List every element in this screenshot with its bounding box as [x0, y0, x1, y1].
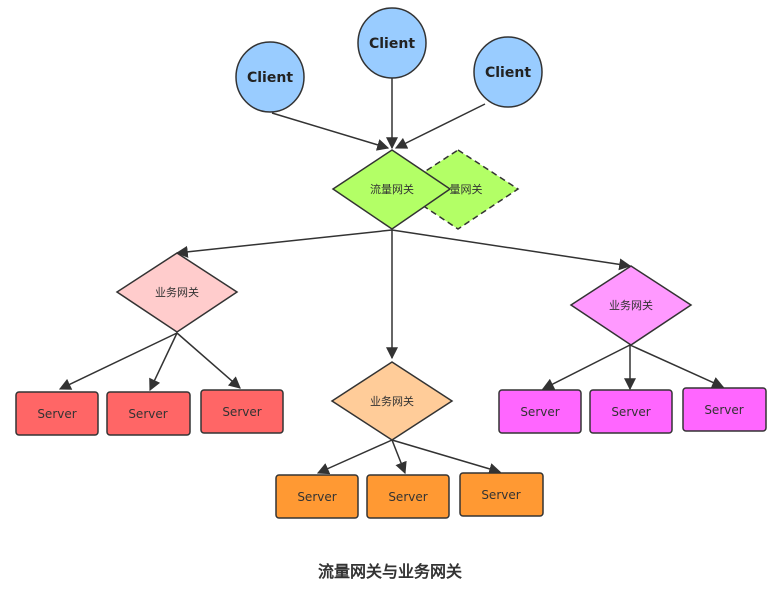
client-node-left: Client — [235, 41, 305, 113]
edge-gateway-center-to-server-2 — [391, 439, 407, 475]
server-box-left-2: Server — [106, 391, 191, 436]
server-label: Server — [128, 407, 167, 421]
edge-gateway-left-to-server-1 — [58, 332, 178, 390]
business-gateway-center: 业务网关 — [330, 361, 454, 441]
client-label: Client — [247, 70, 293, 86]
edge-traffic-to-gateway-left — [175, 229, 393, 258]
client-label: Client — [485, 65, 531, 81]
connector-lines — [58, 78, 725, 475]
edge-gateway-left-to-server-3 — [176, 332, 241, 389]
server-box-center-1: Server — [275, 474, 359, 519]
edge-gateway-center-to-server-3 — [391, 439, 502, 475]
business-gateway-right: 业务网关 — [569, 265, 693, 346]
client-label: Client — [369, 36, 415, 52]
server-label: Server — [297, 490, 336, 504]
edge-gateway-right-to-server-3 — [629, 344, 725, 389]
server-label: Server — [611, 405, 650, 419]
server-label: Server — [520, 405, 559, 419]
edge-traffic-to-gateway-right — [391, 229, 632, 271]
server-box-right-3: Server — [682, 387, 767, 432]
server-box-right-2: Server — [589, 389, 673, 434]
server-box-left-3: Server — [200, 389, 284, 434]
server-box-center-2: Server — [366, 474, 450, 519]
business-gateway-left: 业务网关 — [115, 252, 239, 333]
server-label: Server — [222, 405, 261, 419]
business-gateway-label: 业务网关 — [609, 298, 653, 312]
server-label: Server — [704, 403, 743, 417]
traffic-gateway-shadow-label: 量网关 — [450, 182, 483, 196]
server-box-left-1: Server — [15, 391, 99, 436]
traffic-gateway-shadow: 量网关 — [396, 149, 520, 230]
diagram-caption: 流量网关与业务网关 — [317, 562, 462, 581]
edge-client-left-to-traffic-gateway — [271, 112, 390, 151]
server-label: Server — [481, 488, 520, 502]
edge-gateway-left-to-server-2 — [149, 332, 178, 392]
traffic-gateway-label: 流量网关 — [370, 182, 414, 196]
edge-gateway-right-to-server-1 — [541, 344, 631, 390]
business-gateway-label: 业务网关 — [155, 285, 199, 299]
server-box-right-1: Server — [498, 389, 582, 434]
edge-client-right-to-traffic-gateway — [394, 103, 486, 149]
server-box-center-3: Server — [459, 472, 544, 517]
server-label: Server — [388, 490, 427, 504]
server-label: Server — [37, 407, 76, 421]
client-node-right: Client — [473, 36, 543, 108]
business-gateway-label: 业务网关 — [370, 394, 414, 408]
edge-gateway-center-to-server-1 — [316, 439, 393, 475]
traffic-gateway: 流量网关 — [331, 149, 452, 230]
client-node-center: Client — [357, 7, 427, 79]
